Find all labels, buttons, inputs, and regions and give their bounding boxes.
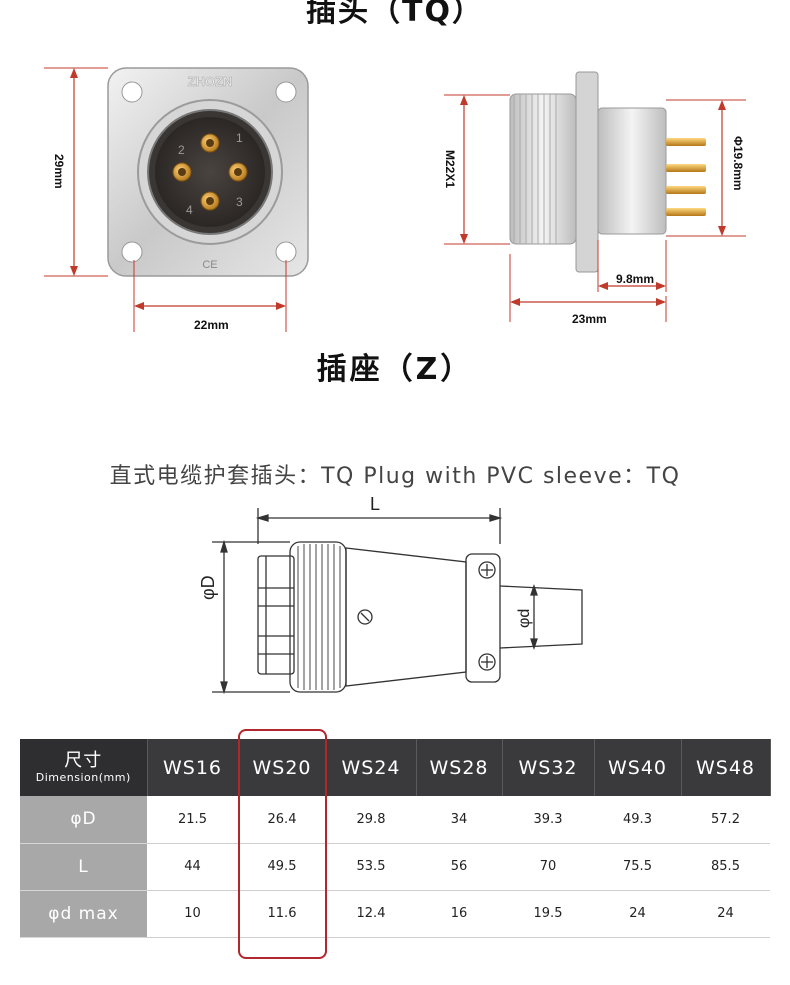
socket-length-dimension: 23mm	[572, 312, 607, 326]
table-cell: 57.2	[681, 796, 770, 844]
brand-mark: ZHOZN	[188, 74, 233, 89]
plug-line-drawing	[212, 508, 583, 695]
socket-side-drawing	[444, 71, 746, 322]
pin-number-3: 3	[236, 195, 243, 209]
pin-number-4: 4	[186, 203, 193, 217]
dimension-table: 尺寸 Dimension(mm) WS16 WS20 WS24 WS28 WS3…	[20, 739, 771, 938]
table-cell: 75.5	[594, 843, 681, 891]
table-cell: 29.8	[326, 796, 416, 844]
table-header-row: 尺寸 Dimension(mm) WS16 WS20 WS24 WS28 WS3…	[20, 739, 771, 796]
table-cell: 44	[147, 843, 238, 891]
row-label: L	[20, 843, 147, 891]
dimension-header: 尺寸 Dimension(mm)	[20, 739, 148, 796]
table-cell: 70	[502, 843, 594, 891]
ce-mark: CE	[202, 259, 217, 271]
table-cell: 53.5	[326, 843, 416, 891]
column-header: WS28	[416, 739, 503, 796]
table-cell: 11.6	[238, 890, 326, 938]
table-row: φD 21.5 26.4 29.8 34 39.3 49.3 57.2	[20, 796, 770, 844]
dimension-header-zh: 尺寸	[64, 749, 103, 771]
table-cell: 16	[416, 890, 502, 938]
dimension-header-en: Dimension(mm)	[35, 771, 131, 785]
table-cell: 12.4	[326, 890, 416, 938]
table-cell: 56	[416, 843, 502, 891]
table-cell: 34	[416, 796, 502, 844]
table-cell: 39.3	[502, 796, 594, 844]
table-cell: 24	[594, 890, 681, 938]
pin-number-1: 1	[236, 131, 243, 145]
table-cell: 21.5	[147, 796, 238, 844]
table-cell: 24	[681, 890, 770, 938]
pin-length-dimension: 9.8mm	[616, 272, 655, 286]
ws20-highlight-frame	[238, 729, 327, 959]
table-cell: 85.5	[681, 843, 770, 891]
table-cell: 10	[147, 890, 238, 938]
row-label: φD	[20, 796, 147, 844]
table-cell: 49.3	[594, 796, 681, 844]
column-header: WS24	[326, 739, 417, 796]
table-row: L 44 49.5 53.5 56 70 75.5 85.5	[20, 843, 770, 891]
length-label: L	[370, 494, 381, 514]
table-cell: 26.4	[238, 796, 326, 844]
column-header: WS16	[147, 739, 239, 796]
thread-dimension: M22X1	[443, 150, 457, 189]
table-cell: 49.5	[238, 843, 326, 891]
socket-title: 插座（Z）	[316, 352, 474, 387]
column-header: WS40	[594, 739, 682, 796]
diameter-dimension: Φ19.8mm	[731, 136, 745, 191]
socket-width-dimension: 22mm	[194, 318, 229, 332]
table-row: φd max 10 11.6 12.4 16 19.5 24 24	[20, 890, 770, 938]
outer-diameter-label: φD	[198, 575, 218, 600]
plug-title-top: 插头（TQ）	[306, 0, 484, 29]
row-label: φd max	[20, 890, 147, 938]
column-header: WS32	[502, 739, 595, 796]
socket-height-dimension: 29mm	[52, 154, 66, 189]
column-header: WS48	[681, 739, 771, 796]
plug-section-title: 直式电缆护套插头：TQ Plug with PVC sleeve：TQ	[109, 464, 681, 489]
cable-diameter-label: φd	[516, 608, 533, 628]
column-header: WS20	[238, 739, 327, 796]
table-cell: 19.5	[502, 890, 594, 938]
socket-front-drawing: ZHOZN 1 2 3 4 CE	[44, 67, 309, 332]
pin-number-2: 2	[178, 143, 185, 157]
